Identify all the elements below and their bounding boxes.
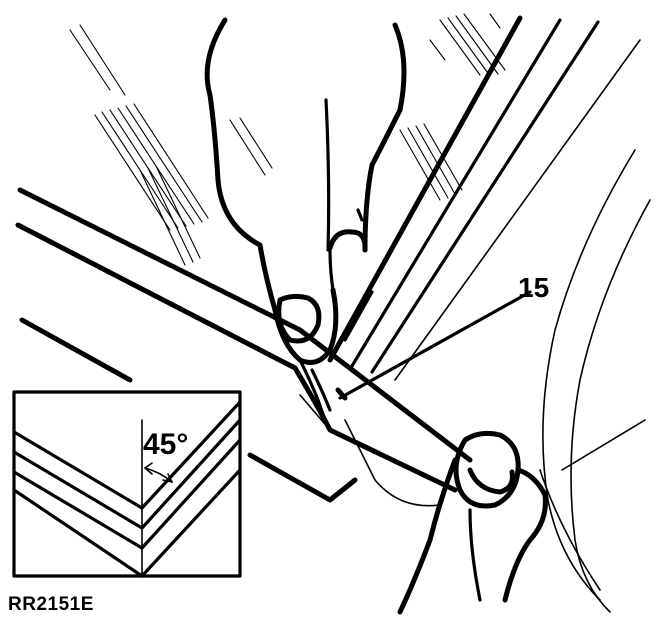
upper-hand — [204, 17, 407, 422]
glass-hatching-right — [399, 13, 506, 201]
window-channel — [327, 15, 641, 381]
lower-hand — [397, 430, 548, 615]
inset-detail: 45° — [12, 390, 242, 578]
callout-leader-15 — [338, 290, 532, 400]
callout-label-15: 15 — [518, 272, 549, 303]
door-pillar — [539, 149, 651, 613]
glass-hatching — [69, 24, 273, 266]
reference-code: RR2151E — [8, 594, 94, 615]
inset-angle-label: 45° — [143, 428, 188, 461]
callout-pointer — [335, 387, 348, 401]
